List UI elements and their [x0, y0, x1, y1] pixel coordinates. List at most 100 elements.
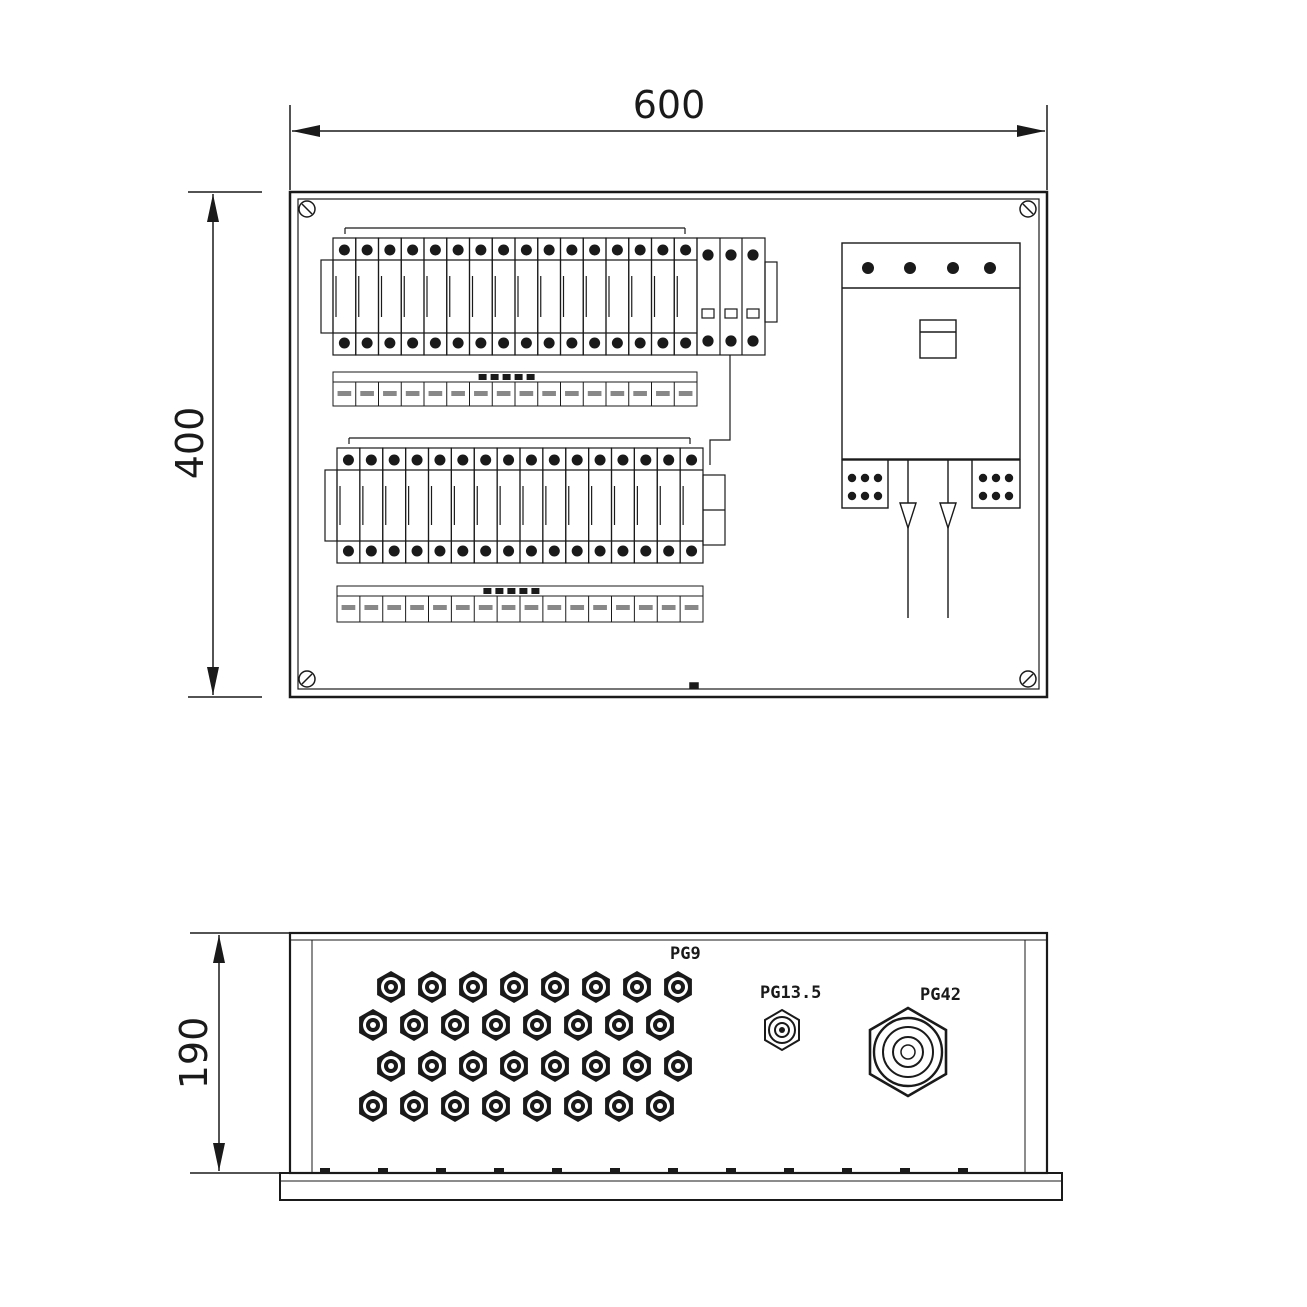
pg9-gland [664, 971, 692, 1003]
breaker-module [423, 237, 448, 356]
breaker-module [496, 447, 521, 564]
top-view: 600 400 [168, 83, 1049, 699]
pg42-label: PG42 [920, 985, 961, 1005]
pg9-gland [418, 971, 446, 1003]
breaker-module [332, 237, 357, 356]
label-strip-cell [428, 596, 447, 622]
pg9-gland [646, 1009, 674, 1041]
label-strip-cell [519, 596, 539, 622]
label-strip-cell [651, 382, 670, 406]
flange-tick [320, 1168, 330, 1173]
strip-marker [519, 588, 528, 594]
pg9-gland [377, 1050, 405, 1082]
pg9-gland [523, 1090, 551, 1122]
flange-tick [784, 1168, 794, 1173]
breaker-module [673, 237, 698, 356]
strip-marker [495, 588, 504, 594]
pg9-gland [418, 1050, 446, 1082]
label-strip-cell [332, 382, 352, 406]
pg9-gland [623, 971, 651, 1003]
breaker-row-upper [320, 227, 698, 356]
pg9-gland [459, 971, 487, 1003]
side-view: 190 PG9 PG13.5 PG42 [172, 931, 1063, 1201]
pg9-gland [441, 1090, 469, 1122]
pg9-label: PG9 [670, 944, 701, 964]
label-strip-cell [611, 596, 630, 622]
breaker-module [491, 237, 516, 356]
breaker-module [565, 447, 590, 564]
strip-marker [483, 588, 492, 594]
breaker-module [656, 447, 681, 564]
breaker-module [519, 447, 544, 564]
breaker-module [450, 447, 475, 564]
strip-marker [478, 374, 487, 380]
pg9-gland [500, 1050, 528, 1082]
flange-tick [552, 1168, 562, 1173]
pg9-gland-array [359, 971, 692, 1122]
strip-marker [514, 374, 523, 380]
strip-marker [507, 588, 516, 594]
label-strip-cell [382, 596, 402, 622]
spd-upper [696, 237, 778, 465]
pg9-gland [541, 971, 569, 1003]
pg9-gland [564, 1090, 592, 1122]
breaker-module [650, 237, 675, 356]
breaker-module [605, 237, 630, 356]
base-flange-ticks [320, 1168, 968, 1173]
breaker-module [405, 447, 430, 564]
height-dimension [188, 191, 262, 698]
label-strip-cell [582, 382, 602, 406]
breaker-module [582, 237, 607, 356]
breaker-module [628, 237, 653, 356]
label-strip-cell [633, 596, 653, 622]
pg9-gland [500, 971, 528, 1003]
depth-dimension [190, 932, 290, 1174]
label-strip-cell [673, 382, 693, 406]
label-strip-cell [450, 596, 470, 622]
pg9-gland [646, 1090, 674, 1122]
label-strip-cell [491, 382, 511, 406]
pg9-gland [359, 1009, 387, 1041]
spd-lower [702, 474, 726, 546]
label-strip-cell [473, 596, 493, 622]
label-strip-upper [332, 371, 698, 407]
label-strip-cell [605, 382, 625, 406]
pg9-gland [582, 971, 610, 1003]
label-strip-cell [446, 382, 465, 406]
pg9-gland [605, 1009, 633, 1041]
label-strip-cell [537, 382, 556, 406]
pg9-gland [623, 1050, 651, 1082]
breaker-module [427, 447, 452, 564]
pg9-gland [482, 1009, 510, 1041]
breaker-module [559, 237, 584, 356]
pg9-gland [664, 1050, 692, 1082]
label-strip-cell [469, 382, 488, 406]
label-strip-cell [514, 382, 534, 406]
pg9-gland [441, 1009, 469, 1041]
breaker-module [514, 237, 539, 356]
label-strip-cell [628, 382, 647, 406]
flange-tick [494, 1168, 504, 1173]
breaker-module [400, 237, 425, 356]
pg13-5-label: PG13.5 [760, 983, 821, 1003]
pg42-gland [868, 1006, 948, 1098]
breaker-module [610, 447, 635, 564]
pg9-gland [359, 1090, 387, 1122]
label-strip-cell [588, 596, 607, 622]
pg9-gland [377, 971, 405, 1003]
width-dimension-label: 600 [633, 83, 706, 127]
label-strip-cell [423, 382, 443, 406]
strip-marker [490, 374, 499, 380]
pg9-gland [564, 1009, 592, 1041]
label-strip-cell [679, 596, 699, 622]
pg9-gland [582, 1050, 610, 1082]
label-strip-cell [359, 596, 379, 622]
pg9-gland [541, 1050, 569, 1082]
breaker-module [542, 447, 567, 564]
breaker-module [355, 237, 380, 356]
pg9-gland [605, 1090, 633, 1122]
flange-tick [900, 1168, 910, 1173]
label-strip-cell [378, 382, 397, 406]
pg9-gland [400, 1090, 428, 1122]
